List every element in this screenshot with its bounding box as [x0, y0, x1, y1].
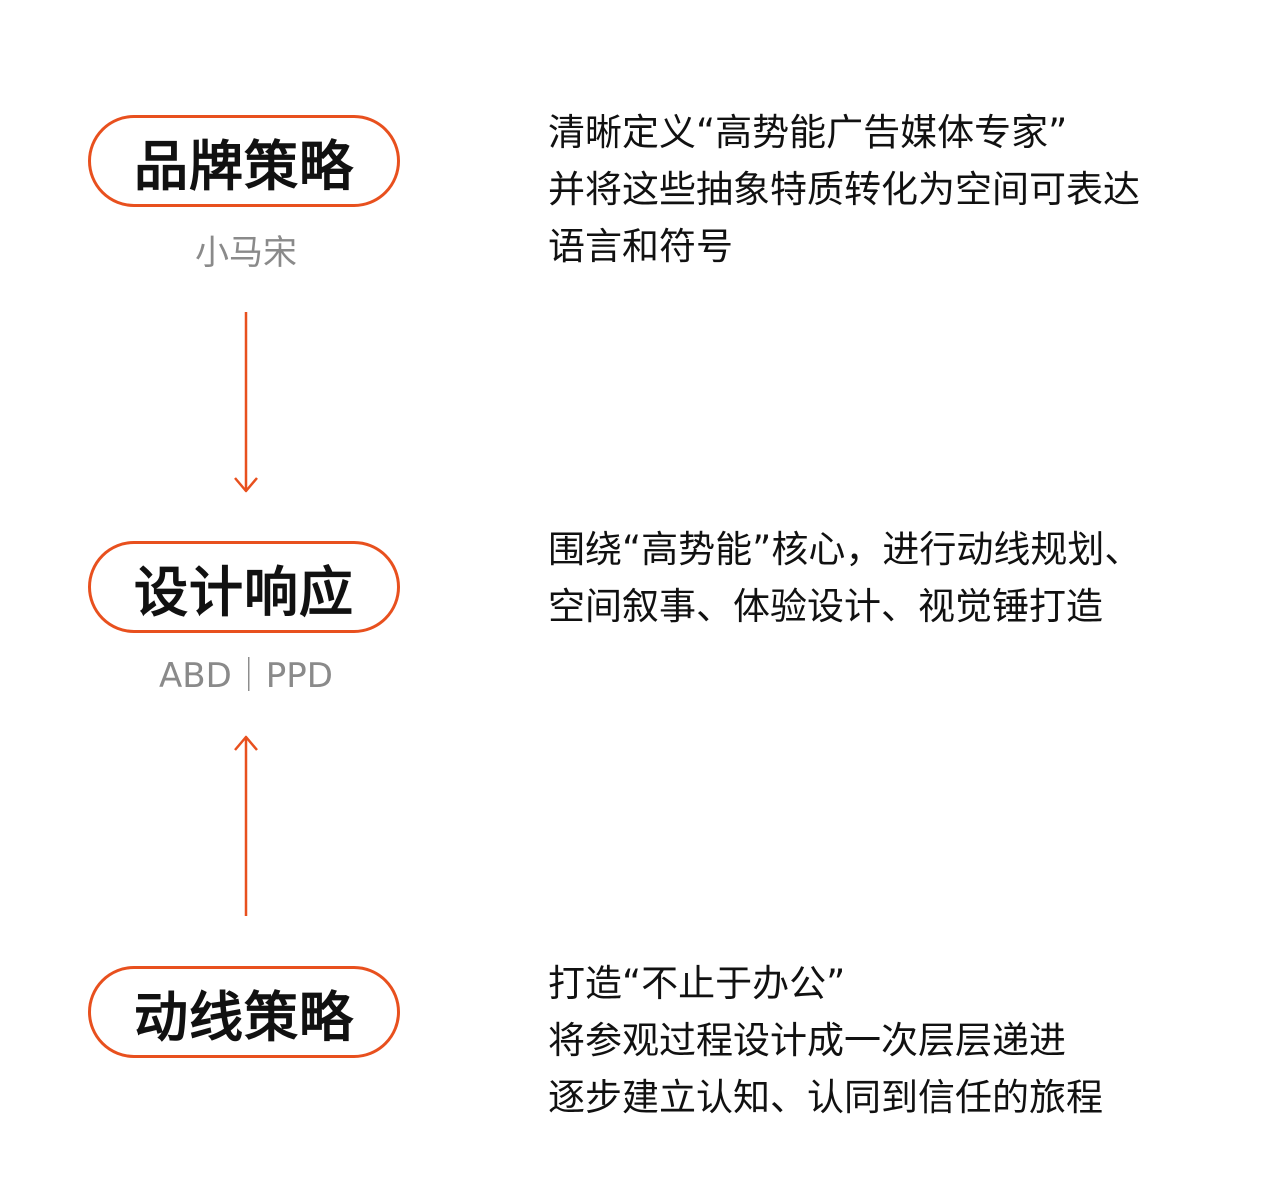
arrow-up — [234, 735, 258, 916]
node-description-circulation: 打造“不止于办公” 将参观过程设计成一次层层递进 逐步建立认知、认同到信任的旅程 — [548, 955, 1103, 1126]
description-line: 逐步建立认知、认同到信任的旅程 — [548, 1076, 1103, 1119]
description-line: 将参观过程设计成一次层层递进 — [548, 1019, 1066, 1062]
node-circulation-strategy: 动线策略 — [88, 966, 400, 1058]
description-line: 语言和符号 — [548, 225, 733, 268]
description-line: 空间叙事、体验设计、视觉锤打造 — [548, 585, 1103, 628]
node-title: 设计响应 — [134, 560, 354, 624]
description-line: 清晰定义“高势能广告媒体专家” — [548, 111, 1068, 154]
node-subtitle-design: ABD｜PPD — [159, 656, 333, 696]
node-brand-strategy: 品牌策略 — [88, 115, 400, 207]
arrow-down — [234, 312, 258, 493]
node-title: 动线策略 — [134, 985, 354, 1049]
node-title: 品牌策略 — [134, 134, 354, 198]
node-subtitle-brand: 小马宋 — [195, 233, 297, 273]
description-line: 打造“不止于办公” — [548, 962, 846, 1005]
node-description-design: 围绕“高势能”核心，进行动线规划、 空间叙事、体验设计、视觉锤打造 — [548, 521, 1141, 635]
description-line: 围绕“高势能”核心，进行动线规划、 — [548, 528, 1142, 571]
description-line: 并将这些抽象特质转化为空间可表达 — [548, 168, 1140, 211]
node-design-response: 设计响应 — [88, 541, 400, 633]
node-description-brand: 清晰定义“高势能广告媒体专家” 并将这些抽象特质转化为空间可表达 语言和符号 — [548, 104, 1140, 275]
